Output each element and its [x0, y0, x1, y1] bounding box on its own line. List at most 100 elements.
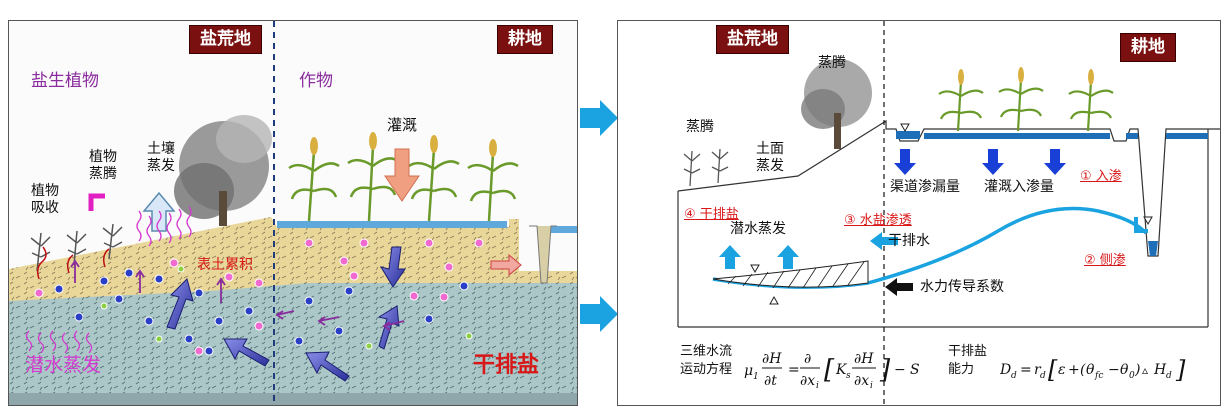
water-level-marker [769, 295, 779, 305]
water-level-marker [900, 123, 910, 133]
plant-absorption-label: 植物 吸收 [31, 183, 59, 217]
water-level-marker [1143, 216, 1153, 226]
crop-plants-icon [288, 145, 519, 222]
svg-text:θ: θ [1120, 362, 1129, 378]
plant-transpiration-arrow [88, 193, 105, 211]
lateral-seepage-arrow [1134, 217, 1148, 233]
salt-seepage-numbered-label: ③ 水盐渗透 [844, 213, 912, 228]
transpiration-left-label: 蒸腾 [686, 119, 714, 135]
salt-movement-arrows [70, 259, 405, 331]
svg-text:d: d [1166, 371, 1172, 381]
halophyte-plants-icon [30, 223, 123, 272]
halophyte-plants-icon [683, 148, 729, 187]
svg-text:s: s [846, 371, 851, 381]
left-saline-land-tag: 盐荒地 [189, 25, 262, 54]
svg-text:∂H: ∂H [762, 351, 782, 367]
surface-evaporation-line2: 蒸发 [756, 158, 784, 174]
dry-drainage-label: 干排盐 [473, 353, 540, 378]
phreatic-evaporation-arrows [719, 245, 799, 269]
soil-evaporation-line1: 土壤 [147, 141, 175, 157]
right-saline-land-tag: 盐荒地 [716, 25, 789, 54]
crop-label: 作物 [299, 71, 333, 91]
svg-text:+: + [1068, 362, 1080, 378]
lateral-seepage-numbered-label: ② 侧渗 [1084, 253, 1126, 268]
flow-equation-label-line1: 三维水流 [680, 344, 733, 359]
svg-text:S: S [910, 362, 920, 378]
plant-transpiration-line1: 植物 [89, 149, 117, 165]
transpiration-top-label: 蒸腾 [818, 55, 846, 71]
water-level-marker [750, 264, 760, 274]
soil-evaporation-line2: 蒸发 [147, 158, 175, 174]
surface-evaporation-label: 土面 蒸发 [756, 141, 784, 175]
plant-absorption-line1: 植物 [31, 183, 59, 199]
connector-arrows [580, 100, 618, 332]
evaporation-wave-lines [25, 206, 192, 354]
left-panel: 盐荒地 耕地 盐生植物 作物 土壤 蒸发 植物 蒸腾 植物 吸收 灌溉 表土累积… [8, 20, 578, 406]
plant-absorption-line2: 吸收 [31, 200, 59, 216]
dry-drainage-numbered-label: ④ 干排盐 [684, 207, 739, 222]
soil-evaporation-label: 土壤 蒸发 [147, 141, 175, 175]
infiltration-numbered-label: ① 入渗 [1080, 169, 1122, 184]
svg-text:1: 1 [753, 372, 759, 382]
right-scene [677, 21, 1220, 405]
svg-text:−: − [1108, 362, 1120, 378]
surface-salt-accumulation-label: 表土累积 [197, 257, 253, 273]
svg-text:D: D [1000, 362, 1011, 378]
drainage-capacity-label-line1: 干排盐 [948, 344, 988, 359]
right-panel: 盐荒地 耕地 蒸腾 蒸腾 土面 蒸发 渠道渗漏量 灌溉入渗量 ① 入渗 ④ 干排… [617, 20, 1221, 406]
lateral-flow-arrow [490, 253, 522, 277]
svg-text:]: ] [1175, 356, 1186, 384]
absorption-arrows [36, 246, 110, 280]
canal-seepage-label: 渠道渗漏量 [890, 179, 960, 195]
svg-text:]: ] [879, 355, 891, 385]
svg-text:∂x: ∂x [800, 373, 815, 389]
left-farmland-tag: 耕地 [497, 25, 553, 54]
dry-drain-water-label: 干排水 [888, 233, 930, 249]
svg-text:θ: θ [1086, 362, 1095, 378]
crop-plants-icon [938, 78, 1114, 132]
phreatic-evaporation-label: 潜水蒸发 [25, 354, 102, 376]
svg-text:−: − [894, 362, 906, 378]
left-scene [9, 21, 577, 405]
svg-text:∂x: ∂x [854, 373, 869, 389]
svg-text:=: = [788, 362, 800, 378]
surface-evaporation-line1: 土面 [756, 141, 784, 157]
svg-text:fc: fc [1094, 371, 1103, 381]
groundwater-flow-arrows [166, 246, 406, 382]
svg-text:=: = [1020, 362, 1032, 378]
connector-arrow-top [580, 100, 618, 136]
svg-text:H: H [1153, 362, 1167, 378]
svg-text:i: i [870, 381, 873, 391]
dry-drainage-water-arrow [870, 232, 898, 250]
svg-text:0: 0 [1129, 371, 1135, 381]
svg-text:K: K [835, 362, 848, 378]
svg-text:∂H: ∂H [854, 351, 874, 367]
irrigation-infiltration-label: 灌溉入渗量 [984, 179, 1054, 195]
svg-text:▵: ▵ [1142, 363, 1148, 377]
tree-icon [174, 115, 272, 226]
connector-arrow-bottom [580, 296, 618, 332]
svg-text:d: d [1040, 371, 1046, 381]
svg-text:): ) [1134, 362, 1140, 378]
svg-text:d: d [1011, 371, 1017, 381]
halophyte-label: 盐生植物 [31, 71, 99, 91]
drainage-capacity-label-line2: 能力 [948, 362, 975, 377]
svg-text:r: r [1034, 362, 1042, 378]
irrigation-arrow [384, 148, 420, 202]
svg-text:∂t: ∂t [764, 373, 777, 389]
svg-text:[: [ [824, 355, 835, 385]
svg-text:(: ( [1080, 362, 1086, 378]
infiltration-arrows [894, 149, 1066, 175]
svg-text:∂: ∂ [804, 351, 811, 367]
svg-text:[: [ [1048, 356, 1058, 384]
drainage-capacity-label: 干排盐 能力 [948, 343, 987, 379]
flow-equation-label: 三维水流 运动方程 [680, 343, 732, 379]
irrigation-label: 灌溉 [387, 116, 418, 134]
hydraulic-conductivity-label: 水力传导系数 [920, 279, 1004, 295]
flow-equation-label-line2: 运动方程 [680, 362, 733, 377]
phreatic-evaporation-label: 潜水蒸发 [730, 221, 786, 237]
salt-particles [34, 238, 484, 356]
